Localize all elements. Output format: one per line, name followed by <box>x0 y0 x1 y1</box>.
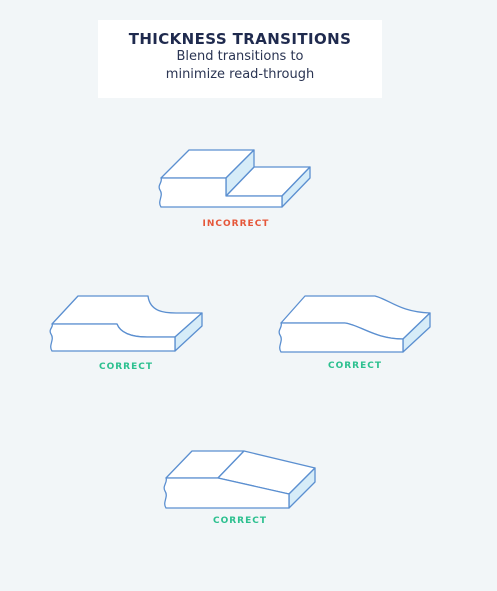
front-face <box>163 477 290 509</box>
fillet-transition-figure <box>49 295 203 352</box>
front-face <box>278 322 404 353</box>
step-transition-figure <box>158 149 311 208</box>
correct-label: CORRECT <box>327 361 382 371</box>
chamfer-transition-figure <box>163 450 316 509</box>
correct-label: CORRECT <box>212 516 267 526</box>
incorrect-label: INCORRECT <box>202 219 270 229</box>
s-curve-transition-figure <box>278 295 431 353</box>
page-subtitle: Blend transitions to minimize read-throu… <box>165 49 315 82</box>
correct-label: CORRECT <box>98 362 153 372</box>
front-face <box>158 177 283 208</box>
front-face <box>49 323 176 352</box>
title-card: THICKNESS TRANSITIONS Blend transitions … <box>98 20 382 98</box>
page-title: THICKNESS TRANSITIONS <box>128 30 352 48</box>
